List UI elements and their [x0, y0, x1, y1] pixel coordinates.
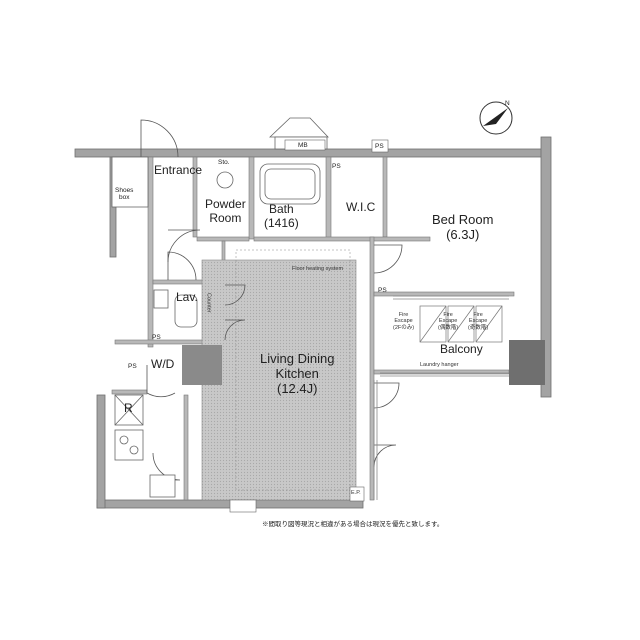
- compass-icon: [479, 101, 513, 135]
- label-ps-lav: PS: [152, 334, 161, 341]
- label-shoes-box: Shoes box: [115, 187, 134, 202]
- balcony-pillar: [509, 340, 545, 385]
- ep-marker: [349, 486, 365, 502]
- label-refrigerator: R: [124, 401, 133, 415]
- ldk-floor: [201, 259, 357, 501]
- label-storage: Sto.: [218, 159, 230, 166]
- door-swings: [140, 119, 403, 481]
- label-ps-bed: PS: [378, 287, 387, 294]
- wd-floor: [182, 345, 222, 385]
- fixtures: [111, 156, 321, 498]
- label-ep: E.P.: [351, 490, 361, 496]
- fire-escape-hatches: [419, 305, 503, 343]
- label-floor-heating: Floor heating system: [292, 266, 344, 272]
- bottom-vent: [229, 499, 257, 513]
- label-bed-room: Bed Room (6.3J): [432, 212, 494, 242]
- disclaimer-note: ※間取り図等現況と相違がある場合は現況を優先と致します。: [262, 521, 444, 528]
- label-ldk: Living Dining Kitchen (12.4J): [260, 351, 335, 396]
- windows: [373, 295, 509, 500]
- label-powder-room: Powder Room: [205, 197, 246, 225]
- label-fire-escape-2f: Fire Escape (2Fのみ): [393, 312, 415, 331]
- label-mb: MB: [298, 142, 308, 149]
- label-washer-dryer: W/D: [151, 357, 175, 371]
- label-ps-wd: PS: [128, 363, 137, 370]
- compass-label: N: [505, 100, 510, 107]
- label-ps-wic: PS: [332, 163, 341, 170]
- floor-heating-boundary: [235, 249, 351, 491]
- label-ps-top: PS: [375, 143, 384, 150]
- label-laundry-hanger: Laundry hanger: [420, 362, 459, 368]
- label-bath: Bath (1416): [264, 202, 299, 230]
- label-balcony: Balcony: [440, 342, 483, 356]
- mb-box: [284, 139, 326, 151]
- label-fire-escape-odd: Fire Escape (奇数階): [468, 312, 489, 331]
- ps-box-top: [371, 139, 389, 153]
- label-wic: W.I.C: [346, 200, 376, 214]
- label-lavatory: Lav.: [176, 290, 198, 304]
- label-fire-escape-even: Fire Escape (偶数階): [438, 312, 459, 331]
- label-entrance: Entrance: [154, 163, 203, 177]
- label-counter: Counter: [205, 293, 212, 313]
